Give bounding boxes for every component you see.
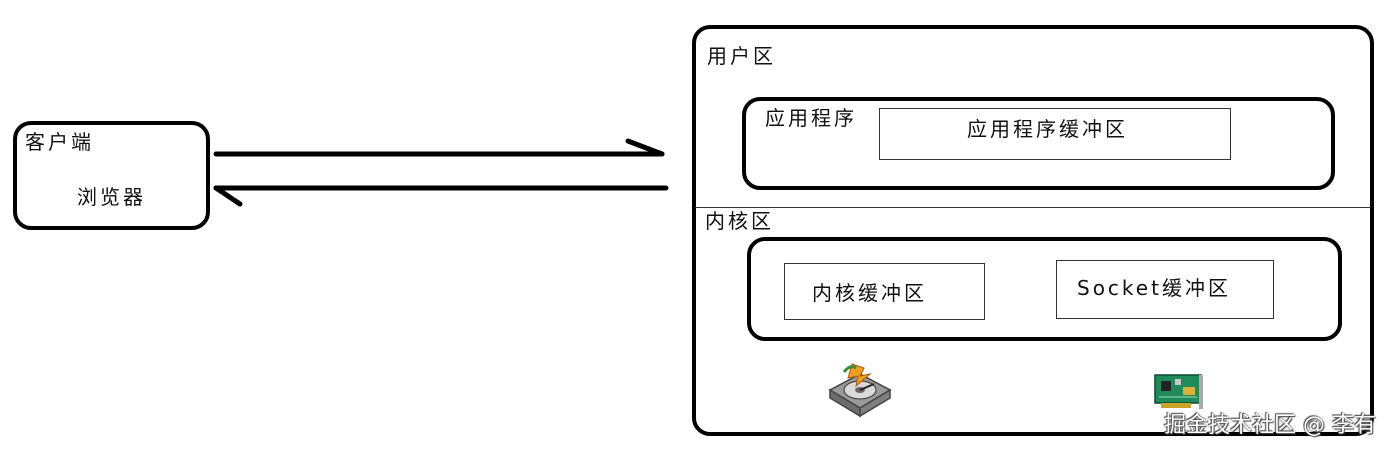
request-arrow [213,138,665,157]
kernel-space-title: 内核区 [705,209,774,233]
socket-buffer-box [1056,260,1274,319]
application-buffer-box [879,108,1231,160]
kernel-buffer-box [784,263,985,320]
user-kernel-divider [695,207,1371,208]
client-title: 客户端 [25,130,94,154]
server-box [692,25,1374,436]
kernel-buffer-label: 内核缓冲区 [812,281,927,305]
application-buffer-label: 应用程序缓冲区 [967,117,1128,141]
application-box [742,97,1335,190]
hard-disk-icon [828,363,892,418]
browser-label: 浏览器 [77,185,146,209]
user-space-title: 用户区 [707,44,776,68]
response-arrow [213,185,669,207]
kernel-box [747,237,1342,341]
socket-buffer-label: Socket缓冲区 [1077,276,1231,300]
client-box [13,121,210,230]
network-card-icon [1154,374,1203,409]
watermark-text: 掘金技术社区 @ 李有 [1164,413,1376,438]
application-title: 应用程序 [765,106,857,130]
